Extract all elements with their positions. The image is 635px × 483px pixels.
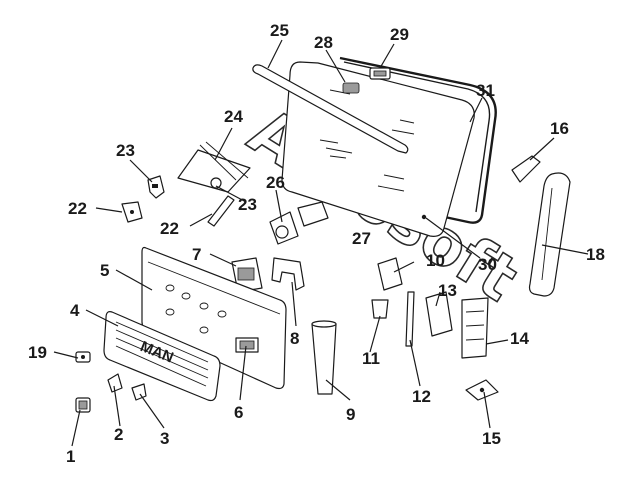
- callout-9: 9: [346, 405, 355, 424]
- part-29-clip: [369, 67, 391, 80]
- callout-24: 24: [224, 107, 243, 126]
- part-4-grille: MAN: [103, 311, 221, 402]
- part-9-tube: [311, 320, 337, 395]
- callout-25: 25: [270, 21, 289, 40]
- callout-19: 19: [28, 343, 47, 362]
- part-1-clip: [75, 397, 91, 413]
- part-31-windscreen-seal: [339, 56, 497, 224]
- part-15-mount: [465, 379, 499, 401]
- part-8-bracket: [271, 257, 305, 291]
- panel-holes: [165, 284, 227, 334]
- callout-1: 1: [66, 447, 75, 466]
- callout-18: 18: [586, 245, 605, 264]
- callout-10: 10: [426, 251, 445, 270]
- callout-13: 13: [438, 281, 457, 300]
- part-6-lock: [235, 337, 259, 353]
- callout-11: 11: [362, 349, 380, 368]
- part-20-hinge: [121, 201, 143, 223]
- part-28-clip: [342, 82, 360, 94]
- part-3-clip: [131, 383, 147, 401]
- callout-16: 16: [550, 119, 569, 138]
- callout-31: 31: [476, 81, 495, 100]
- part-25-deflector-strip: [252, 64, 409, 154]
- callout-3: 3: [160, 429, 169, 448]
- part-12-rod: [405, 291, 415, 347]
- part-22-wiper-arm: [207, 195, 235, 227]
- part-26-hinge: [269, 201, 329, 245]
- part-14-cover: [461, 297, 489, 359]
- part-19-clip: [75, 351, 91, 363]
- part-16-clip: [511, 155, 541, 183]
- callout-21: 23: [116, 141, 135, 160]
- callout-20: 22: [68, 199, 87, 218]
- callout-27: 27: [352, 229, 371, 248]
- part-2-clip: [107, 373, 123, 393]
- callout-8: 8: [290, 329, 299, 348]
- part-24-wiper-linkage: [177, 141, 251, 193]
- callout-26: 26: [266, 173, 285, 192]
- callout-22: 22: [160, 219, 179, 238]
- part-7-latch: [231, 257, 263, 293]
- callout-14: 14: [510, 329, 529, 348]
- callout-2: 2: [114, 425, 123, 444]
- callout-23: 23: [238, 195, 257, 214]
- leader-lines: [53, 39, 589, 447]
- callout-12: 12: [412, 387, 431, 406]
- callout-7: 7: [192, 245, 201, 264]
- callout-30: 30: [478, 255, 497, 274]
- part-18-pillar-trim: [528, 172, 571, 297]
- callout-4: 4: [70, 301, 80, 320]
- callout-28: 28: [314, 33, 333, 52]
- part-5-front-panel: [141, 246, 287, 390]
- part-21-bracket: [147, 175, 165, 199]
- part-10-hinge: [377, 257, 403, 291]
- part-11-pin: [371, 299, 389, 319]
- callout-29: 29: [390, 25, 409, 44]
- callout-15: 15: [482, 429, 501, 448]
- callout-5: 5: [100, 261, 109, 280]
- callout-6: 6: [234, 403, 243, 422]
